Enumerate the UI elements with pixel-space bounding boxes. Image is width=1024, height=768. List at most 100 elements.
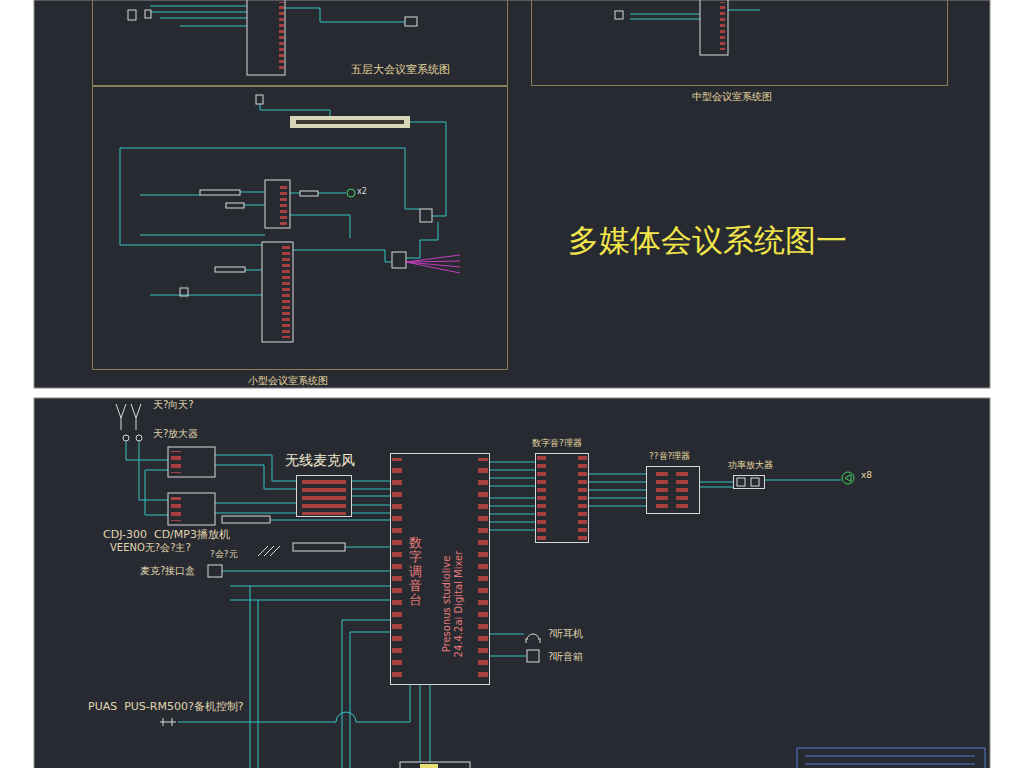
wiring [490, 462, 535, 463]
equipment [392, 252, 406, 268]
equipment [262, 242, 293, 342]
device-label: ?听音箱 [548, 651, 583, 663]
equipment [171, 497, 181, 521]
device-label: 天?向天? [153, 399, 194, 411]
wiring [352, 489, 390, 490]
frame-caption: 五层大会议室系统图 [351, 63, 450, 76]
device-label: CDJ-300 CD/MP3播放机 [103, 528, 230, 541]
wiring [150, 12, 247, 13]
equipment [293, 543, 345, 551]
equipment [300, 191, 318, 196]
wiring [139, 441, 168, 500]
equipment [720, 2, 725, 50]
equipment [478, 458, 488, 680]
equipment [420, 209, 432, 222]
equipment [247, 0, 285, 75]
wiring [150, 6, 247, 7]
wiring [258, 600, 259, 768]
wiring [285, 8, 405, 22]
wiring [490, 506, 535, 507]
room-frame: 小型会议室系统图 [92, 86, 508, 370]
equipment [145, 10, 151, 18]
equipment [180, 288, 188, 296]
room-frame: 五层大会议室系统图 [92, 0, 508, 86]
quantity-note: x2 [357, 187, 367, 197]
device-heading: ??音?理器 [649, 451, 690, 462]
power-amplifier: 功率放大器 [733, 475, 765, 489]
equipment [420, 764, 438, 768]
equipment [280, 183, 287, 225]
wiring [230, 600, 390, 601]
device-label: PUAS PUS-RM500?备机控制? [88, 700, 244, 713]
wiring [589, 506, 646, 507]
wiring [352, 505, 390, 506]
wiring [490, 486, 535, 487]
wiring [406, 222, 438, 258]
wiring [290, 215, 350, 238]
wiring [490, 470, 535, 471]
speaker-cone [845, 475, 851, 482]
wiring [420, 685, 421, 762]
wiring [145, 470, 168, 515]
equipment [296, 120, 404, 124]
wiring [140, 235, 265, 236]
quantity-note: x8 [861, 470, 872, 481]
equipment [222, 516, 270, 523]
wiring [630, 19, 700, 20]
wiring [270, 520, 390, 521]
frame-caption: 中型会议室系统图 [692, 91, 772, 103]
wiring [250, 586, 251, 768]
wiring [245, 270, 262, 271]
equipment [805, 756, 975, 764]
wiring [589, 498, 646, 499]
mixer-model: Presonus studiolive 24.4.2ai Digital Mix… [441, 544, 465, 664]
device-heading: 功率放大器 [728, 460, 773, 471]
equipment [258, 546, 280, 556]
equipment [215, 267, 245, 272]
equipment [526, 634, 540, 643]
device-label: 麦克?接口盒 [140, 565, 195, 577]
dsp-processor: 数字音?理器 [535, 453, 589, 543]
equipment [578, 456, 587, 540]
wiring [345, 547, 390, 548]
equipment [265, 180, 290, 228]
signal-wire [765, 480, 841, 481]
equipment [400, 762, 470, 768]
equipment [282, 246, 290, 338]
wiring [630, 14, 700, 15]
equipment [208, 565, 222, 577]
equipment [160, 718, 176, 726]
wiring [490, 656, 526, 657]
equipment [797, 748, 985, 768]
wiring [140, 195, 200, 196]
speaker-symbol: x8 [841, 471, 855, 485]
wiring [222, 571, 390, 572]
wiring [728, 10, 760, 11]
wiring [215, 513, 296, 514]
wireless-mic-receiver: 无线麦克风 [296, 475, 352, 517]
equipment [656, 470, 668, 510]
equipment [128, 10, 136, 20]
signal-wire [700, 482, 733, 483]
wiring [290, 193, 300, 194]
wiring [490, 514, 535, 515]
signal-wire [589, 490, 646, 491]
wiring [700, 487, 733, 488]
frame-caption: 小型会议室系统图 [248, 375, 328, 387]
fanout-wires [406, 255, 460, 273]
equipment [302, 479, 346, 515]
wiring [490, 478, 535, 479]
wiring [240, 192, 265, 193]
device-label: ?会?元 [210, 549, 238, 560]
device-label: VEENO无?会?主? [110, 542, 191, 554]
room-frame: 中型会议室系统图 [531, 0, 948, 86]
device-label: 天?放大器 [153, 428, 198, 440]
wiring [160, 18, 247, 19]
device-heading: 数字音?理器 [532, 438, 582, 449]
wiring [490, 530, 535, 531]
panel-ground [34, 0, 990, 388]
wiring [120, 148, 262, 245]
wiring [430, 685, 431, 762]
equipment [168, 493, 215, 525]
